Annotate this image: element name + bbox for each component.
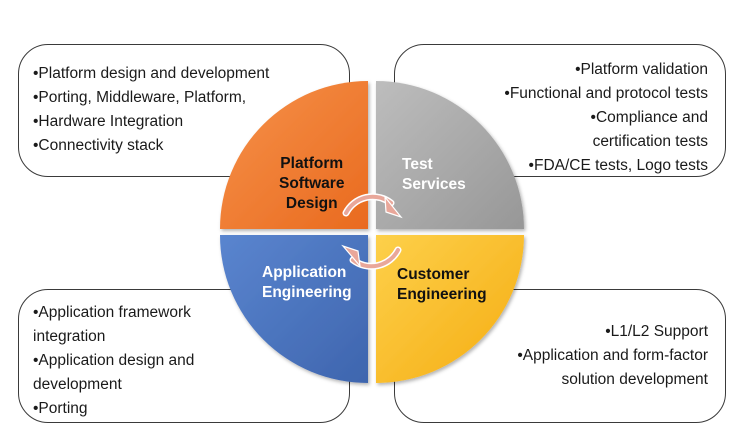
box-line: •Porting, Middleware, Platform,: [33, 89, 247, 106]
label-line: Customer: [397, 266, 470, 283]
label-line: Services: [402, 176, 466, 193]
platform-quadrant: [220, 81, 368, 229]
box-line: certification tests: [592, 133, 708, 150]
label-line: Application: [262, 264, 347, 281]
box-line: •Functional and protocol tests: [504, 85, 708, 102]
customer-quadrant: [376, 235, 524, 383]
platform-quadrant-label: Platform Software Design: [279, 154, 344, 214]
box-line: •Connectivity stack: [33, 137, 164, 154]
cycle-arrows-icon: [341, 193, 403, 270]
application-quadrant-label: Application Engineering: [262, 263, 352, 303]
box-line: •Platform validation: [575, 61, 708, 78]
box-line: development: [33, 376, 122, 393]
label-line: Engineering: [262, 284, 352, 301]
label-line: Engineering: [397, 286, 487, 303]
box-line: •Platform design and development: [33, 65, 270, 82]
customer-quadrant-label: Customer Engineering: [397, 265, 487, 305]
box-line: •Hardware Integration: [33, 113, 184, 130]
box-line: integration: [33, 328, 106, 345]
box-line: •Application framework: [33, 304, 191, 321]
box-line: •Application and form-factor: [517, 347, 708, 364]
box-line: •Application design and: [33, 352, 195, 369]
test-quadrant-label: Test Services: [402, 155, 466, 195]
test-quadrant: [376, 81, 524, 229]
label-line: Design: [285, 195, 338, 212]
label-line: Software: [279, 175, 345, 192]
box-line: •FDA/CE tests, Logo tests: [528, 157, 708, 174]
label-line: Test: [402, 156, 433, 173]
box-line: •Compliance and: [590, 109, 708, 126]
box-line: •Porting: [33, 400, 88, 417]
label-line: Platform: [280, 155, 344, 172]
box-line: solution development: [561, 371, 709, 388]
application-quadrant: [220, 235, 368, 383]
box-line: •L1/L2 Support: [605, 323, 708, 340]
